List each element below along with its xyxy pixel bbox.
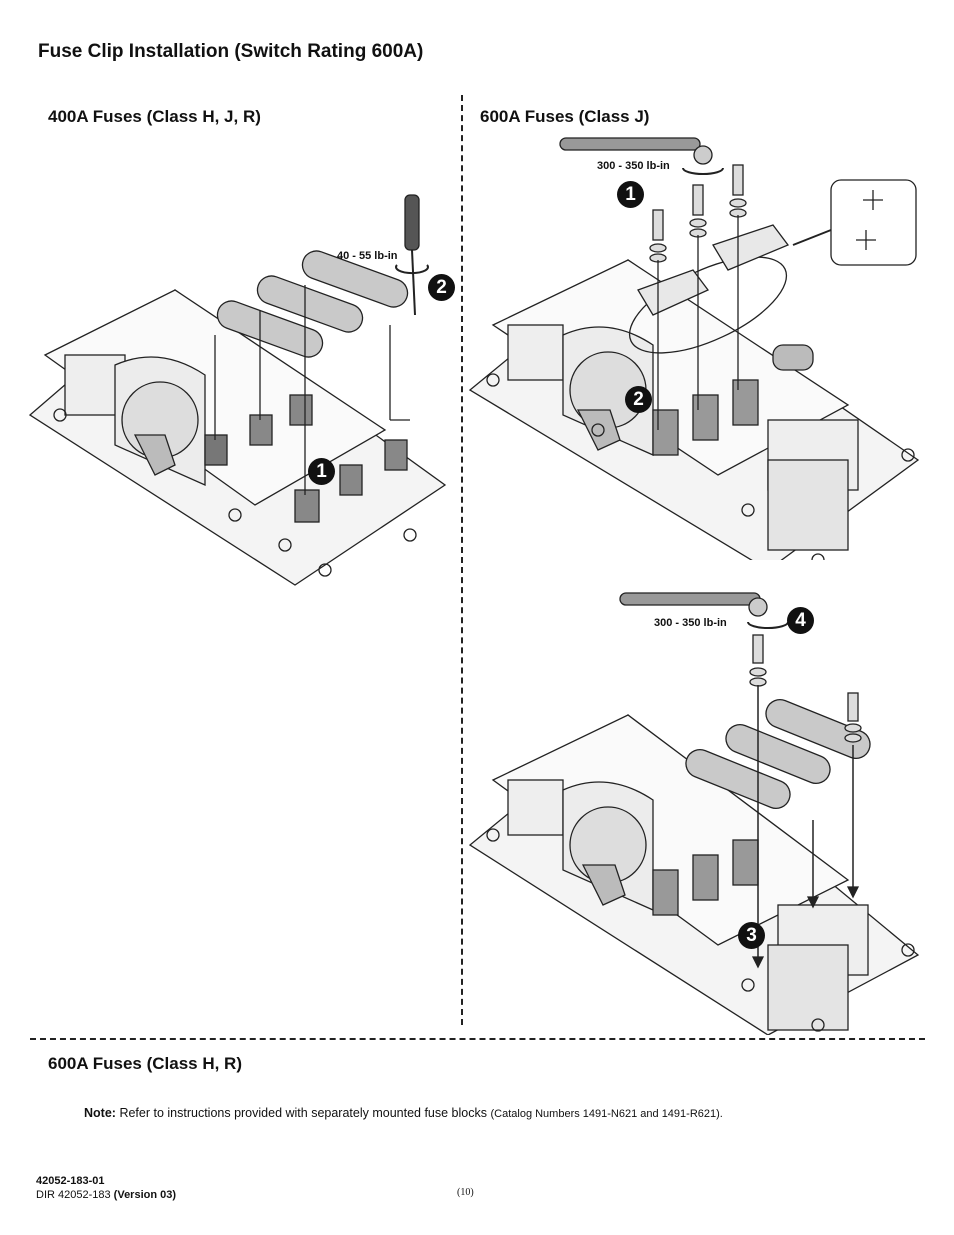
step-badge-right-bottom-3: 3 <box>738 922 765 949</box>
section-heading-400a: 400A Fuses (Class H, J, R) <box>48 107 261 126</box>
step-badge-right-bottom-4: 4 <box>787 607 814 634</box>
footer-dir: DIR 42052-183 <box>36 1189 111 1201</box>
step-badge-right-top-2: 2 <box>625 386 652 413</box>
footer-dir-version: DIR 42052-183 (Version 03) <box>36 1189 176 1201</box>
footer-version: (Version 03) <box>113 1189 177 1201</box>
footer-doc-number: 42052-183-01 <box>36 1175 105 1187</box>
vertical-divider <box>461 95 463 1025</box>
illustration-600a-class-j-fuse-install <box>468 592 920 1035</box>
horizontal-divider <box>30 1038 925 1040</box>
page-number: (10) <box>457 1187 474 1198</box>
step-badge-right-top-1: 1 <box>617 181 644 208</box>
step-badge-left-1: 1 <box>308 458 335 485</box>
note-catalog: (Catalog Numbers 1491-N621 and 1491-R621… <box>490 1108 723 1120</box>
step-badge-left-2: 2 <box>428 274 455 301</box>
illustration-600a-class-j-clip-install <box>468 137 920 560</box>
torque-label-ratchet-bottom: 300 - 350 lb-in <box>654 617 727 629</box>
page-title: Fuse Clip Installation (Switch Rating 60… <box>38 41 424 62</box>
torque-label-ratchet-top: 300 - 350 lb-in <box>597 160 670 172</box>
illustration-400a-fuse-install <box>28 194 447 586</box>
section-heading-600a-class-hr: 600A Fuses (Class H, R) <box>48 1054 242 1073</box>
note-text: Note: Refer to instructions provided wit… <box>84 1106 723 1120</box>
torque-label-screwdriver: 40 - 55 lb-in <box>337 250 398 262</box>
section-heading-600a-class-j: 600A Fuses (Class J) <box>480 107 650 126</box>
note-body: Refer to instructions provided with sepa… <box>119 1106 487 1120</box>
note-label: Note: <box>84 1106 116 1120</box>
